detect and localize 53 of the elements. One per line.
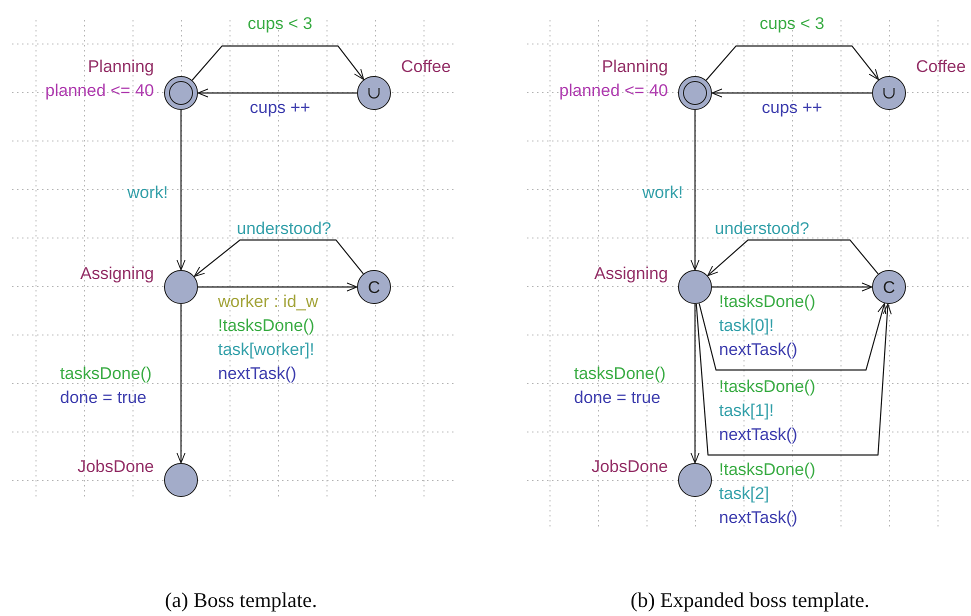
edge-label: work! xyxy=(127,182,168,204)
state-name: Coffee xyxy=(916,56,966,78)
transition-arrow xyxy=(198,88,357,98)
edge-label: nextTask() xyxy=(218,363,296,385)
figure-caption: (a) Boss template. xyxy=(164,587,318,614)
state-name: Assigning xyxy=(80,263,154,285)
state-name: JobsDone xyxy=(591,456,668,478)
edge-label: tasksDone() xyxy=(60,363,152,385)
edge-label: cups ++ xyxy=(250,97,310,119)
transition-arrow xyxy=(696,304,892,456)
state-name: Assigning xyxy=(594,263,668,285)
edge-label: done = true xyxy=(574,387,660,409)
edge-label: work! xyxy=(642,182,683,204)
edge-label: !tasksDone() xyxy=(719,459,816,481)
transition-arrow xyxy=(194,239,364,277)
edge-label: !tasksDone() xyxy=(719,291,816,313)
invariant-label: planned <= 40 xyxy=(559,80,668,102)
transition-arrow xyxy=(706,45,879,81)
invariant-label: planned <= 40 xyxy=(45,80,154,102)
transition-arrow xyxy=(690,110,700,270)
edge-label: worker : id_w xyxy=(218,291,318,313)
edge-label: tasksDone() xyxy=(574,363,666,385)
edge-label: cups ++ xyxy=(762,97,822,119)
transition-arrow xyxy=(176,304,186,464)
edge-label: cups < 3 xyxy=(760,13,824,35)
committed-mark: C xyxy=(366,276,382,298)
edge-label: !tasksDone() xyxy=(218,315,314,337)
edge-label: task[2] xyxy=(719,483,770,505)
transition-arrow xyxy=(707,239,879,276)
state-name: Planning xyxy=(88,56,154,78)
committed-mark: C xyxy=(882,276,896,298)
edge-label: cups < 3 xyxy=(248,13,312,35)
transition-arrow xyxy=(712,88,872,98)
edge-label: understood? xyxy=(714,218,810,240)
edge-label: done = true xyxy=(60,387,146,409)
edge-label: task[worker]! xyxy=(218,339,314,361)
edge-label: task[0]! xyxy=(719,315,774,337)
transition-arrow xyxy=(712,282,872,292)
edge-label: nextTask() xyxy=(719,507,798,529)
transition-arrow xyxy=(698,302,886,371)
transition-arrow xyxy=(198,282,358,292)
state-name: Coffee xyxy=(401,56,451,78)
edge-label: task[1]! xyxy=(719,400,774,422)
figure-caption: (b) Expanded boss template. xyxy=(630,587,870,614)
edge-label: !tasksDone() xyxy=(719,376,816,398)
state-name: Planning xyxy=(602,56,668,78)
transition-arrow xyxy=(192,45,364,81)
state-name: JobsDone xyxy=(77,456,154,478)
edge-label: nextTask() xyxy=(719,424,798,446)
edge-label: understood? xyxy=(236,218,332,240)
transition-arrow xyxy=(690,304,700,464)
edge-label: nextTask() xyxy=(719,339,798,361)
transition-arrow xyxy=(176,110,186,270)
